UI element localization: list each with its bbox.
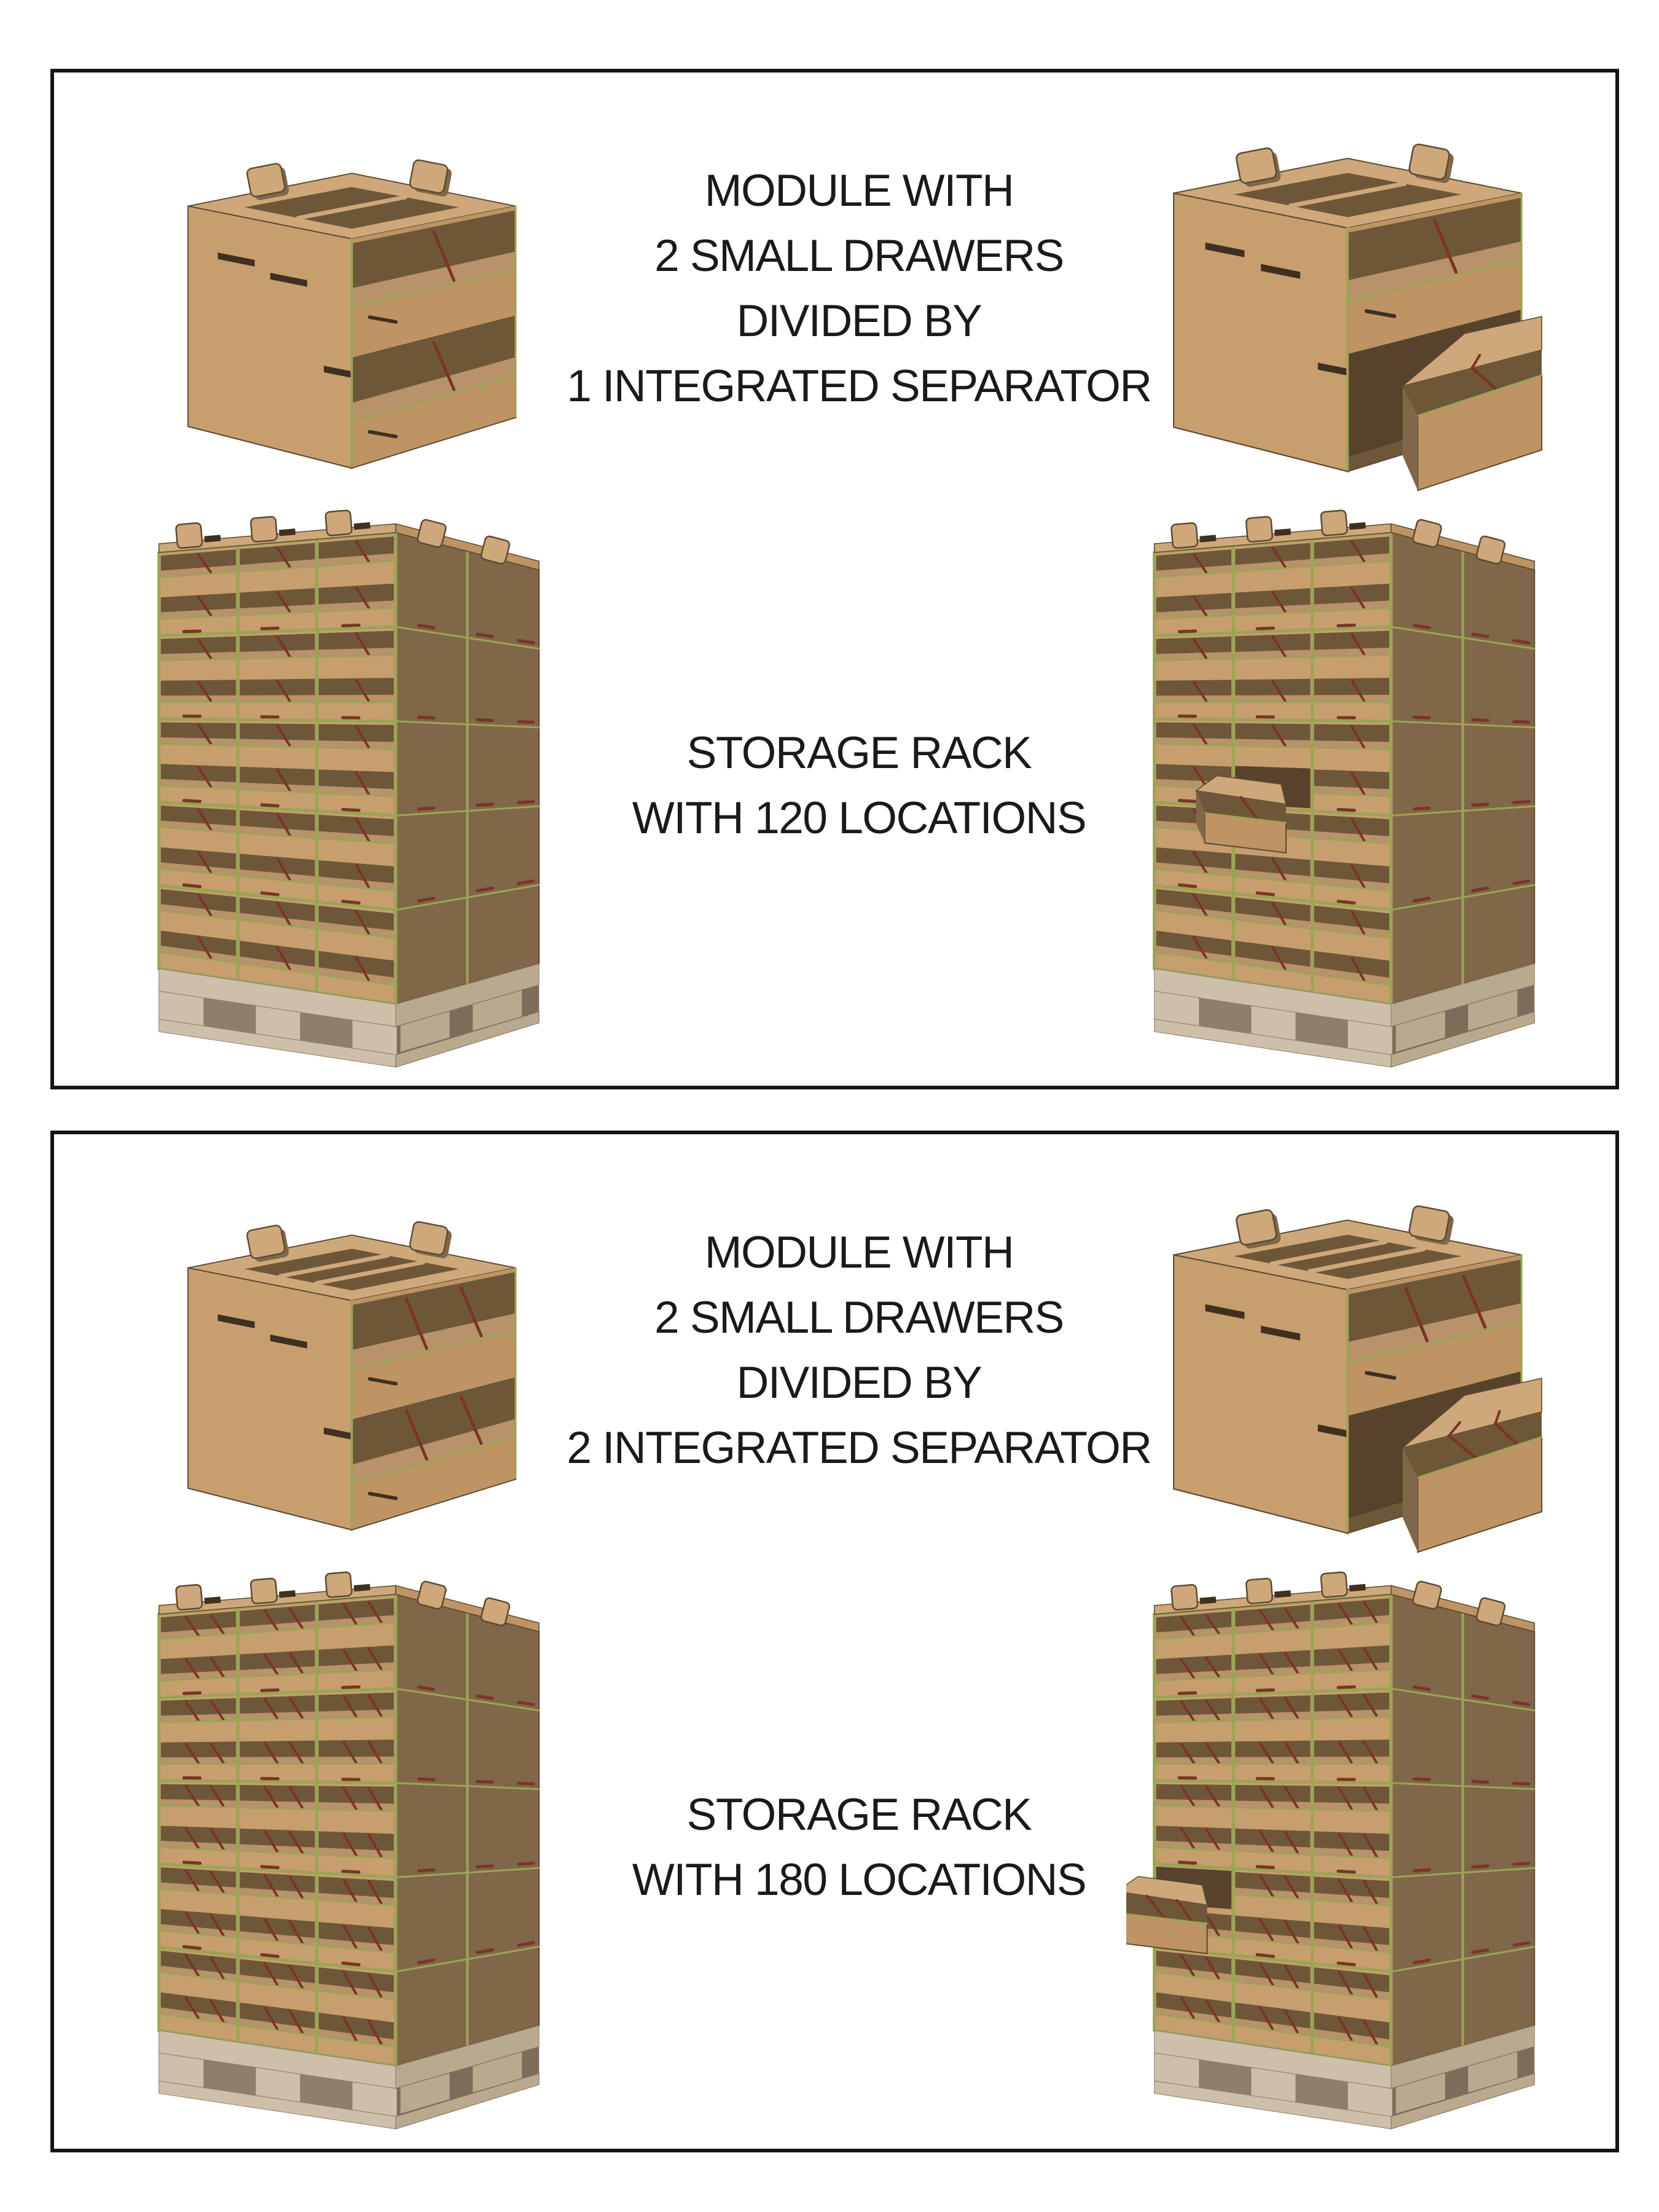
caption-line: MODULE WITH <box>704 166 1014 216</box>
module-caption: MODULE WITH 2 SMALL DRAWERS DIVIDED BY 1… <box>564 159 1154 419</box>
caption-line: WITH 180 LOCATIONS <box>632 1855 1087 1905</box>
module-open-drawer-render <box>1129 1160 1559 1571</box>
caption-line: WITH 120 LOCATIONS <box>632 793 1087 843</box>
rack-caption: STORAGE RACK WITH 120 LOCATIONS <box>564 721 1154 851</box>
module-closed-render <box>146 117 539 486</box>
rack-caption: STORAGE RACK WITH 180 LOCATIONS <box>564 1783 1154 1913</box>
caption-line: STORAGE RACK <box>686 1790 1032 1840</box>
caption-line: DIVIDED BY <box>736 296 982 346</box>
panel-module-2-separator: MODULE WITH 2 SMALL DRAWERS DIVIDED BY 2… <box>50 1131 1619 2152</box>
storage-rack-closed-render <box>131 503 567 1076</box>
caption-line: 2 SMALL DRAWERS <box>654 1293 1064 1343</box>
module-open-drawer-render <box>1129 98 1559 509</box>
module-caption: MODULE WITH 2 SMALL DRAWERS DIVIDED BY 2… <box>564 1220 1154 1481</box>
storage-rack-open-drawer-render <box>1126 503 1563 1076</box>
caption-line: 2 INTEGRATED SEPARATOR <box>567 1423 1152 1473</box>
caption-line: 1 INTEGRATED SEPARATOR <box>567 361 1152 411</box>
caption-line: STORAGE RACK <box>686 728 1032 778</box>
caption-line: 2 SMALL DRAWERS <box>654 231 1064 281</box>
caption-line: DIVIDED BY <box>736 1358 982 1408</box>
caption-line: MODULE WITH <box>704 1228 1014 1277</box>
storage-rack-open-drawer-render <box>1126 1564 1563 2138</box>
storage-rack-closed-render <box>131 1564 567 2138</box>
panel-module-1-separator: MODULE WITH 2 SMALL DRAWERS DIVIDED BY 1… <box>50 69 1619 1089</box>
module-closed-render <box>146 1179 539 1548</box>
